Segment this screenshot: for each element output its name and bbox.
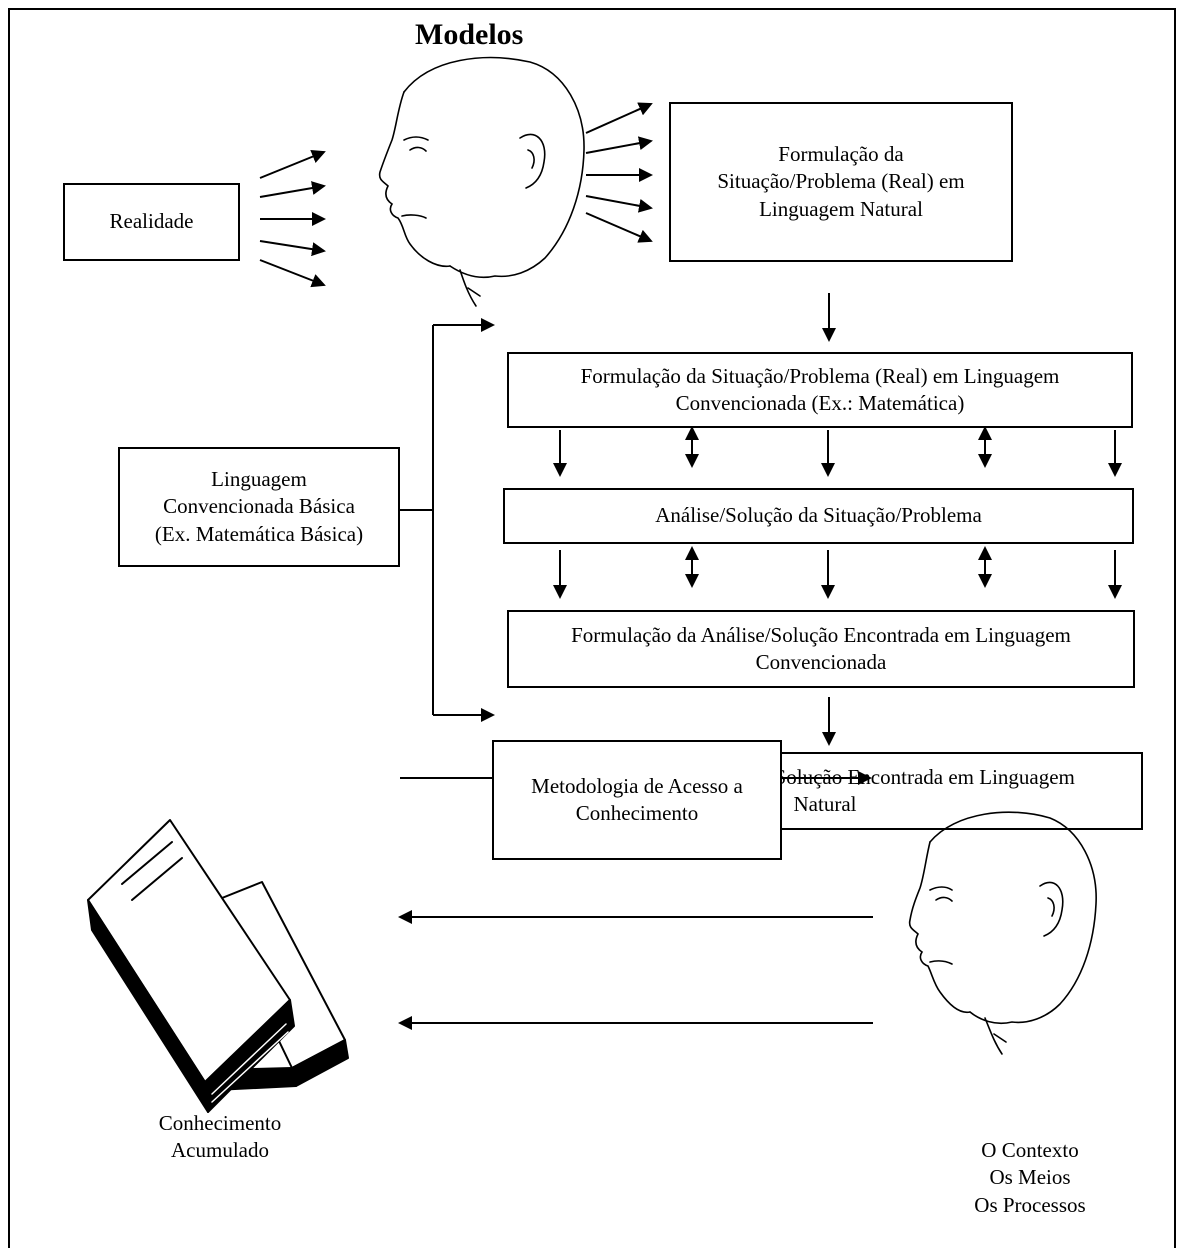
- methodology-arrows: [398, 771, 873, 1030]
- basic-language-box: Linguagem Convencionada Básica (Ex. Mate…: [118, 447, 400, 567]
- solution-conventional-label: Formulação da Análise/Solução Encontrada…: [571, 622, 1071, 674]
- input-arrows: [259, 150, 326, 288]
- conventional-formulation-label: Formulação da Situação/Problema (Real) e…: [580, 363, 1060, 415]
- diagram-title: Modelos: [415, 18, 524, 51]
- basic-language-label: Linguagem Convencionada Básica (Ex. Mate…: [154, 467, 364, 546]
- conventional-formulation-box: Formulação da Situação/Problema (Real) e…: [507, 352, 1133, 428]
- solution-natural-box: Formulação da Análise/Solução Encontrada…: [507, 752, 1143, 830]
- realidade-box: Realidade: [63, 183, 240, 261]
- context-caption: O Contexto Os Meios Os Processos: [974, 1138, 1086, 1217]
- head-profile-icon: [908, 811, 1097, 1055]
- solution-conventional-box: Formulação da Análise/Solução Encontrada…: [507, 610, 1135, 688]
- realidade-label: Realidade: [109, 209, 194, 234]
- methodology-access-box: Metodologia de Acesso a Conhecimento: [492, 740, 782, 860]
- head-profile-icon: [378, 56, 585, 307]
- analysis-label: Análise/Solução da Situação/Problema: [655, 503, 982, 528]
- books-icon: [87, 819, 349, 1113]
- basic-language-bracket: [400, 318, 495, 722]
- methodology-label: Metodologia de Acesso a Conhecimento: [531, 773, 743, 825]
- natural-formulation-box: Formulação da Situação/Problema (Real) e…: [669, 102, 1013, 262]
- output-arrows: [585, 102, 653, 243]
- row2-arrows: [553, 546, 1122, 599]
- row1-arrows: [553, 426, 1122, 477]
- knowledge-caption: Conhecimento Acumulado: [158, 1111, 282, 1163]
- analysis-box: Análise/Solução da Situação/Problema: [503, 488, 1134, 544]
- diagram-frame: [8, 8, 1176, 1248]
- natural-formulation-label: Formulação da Situação/Problema (Real) e…: [717, 142, 965, 221]
